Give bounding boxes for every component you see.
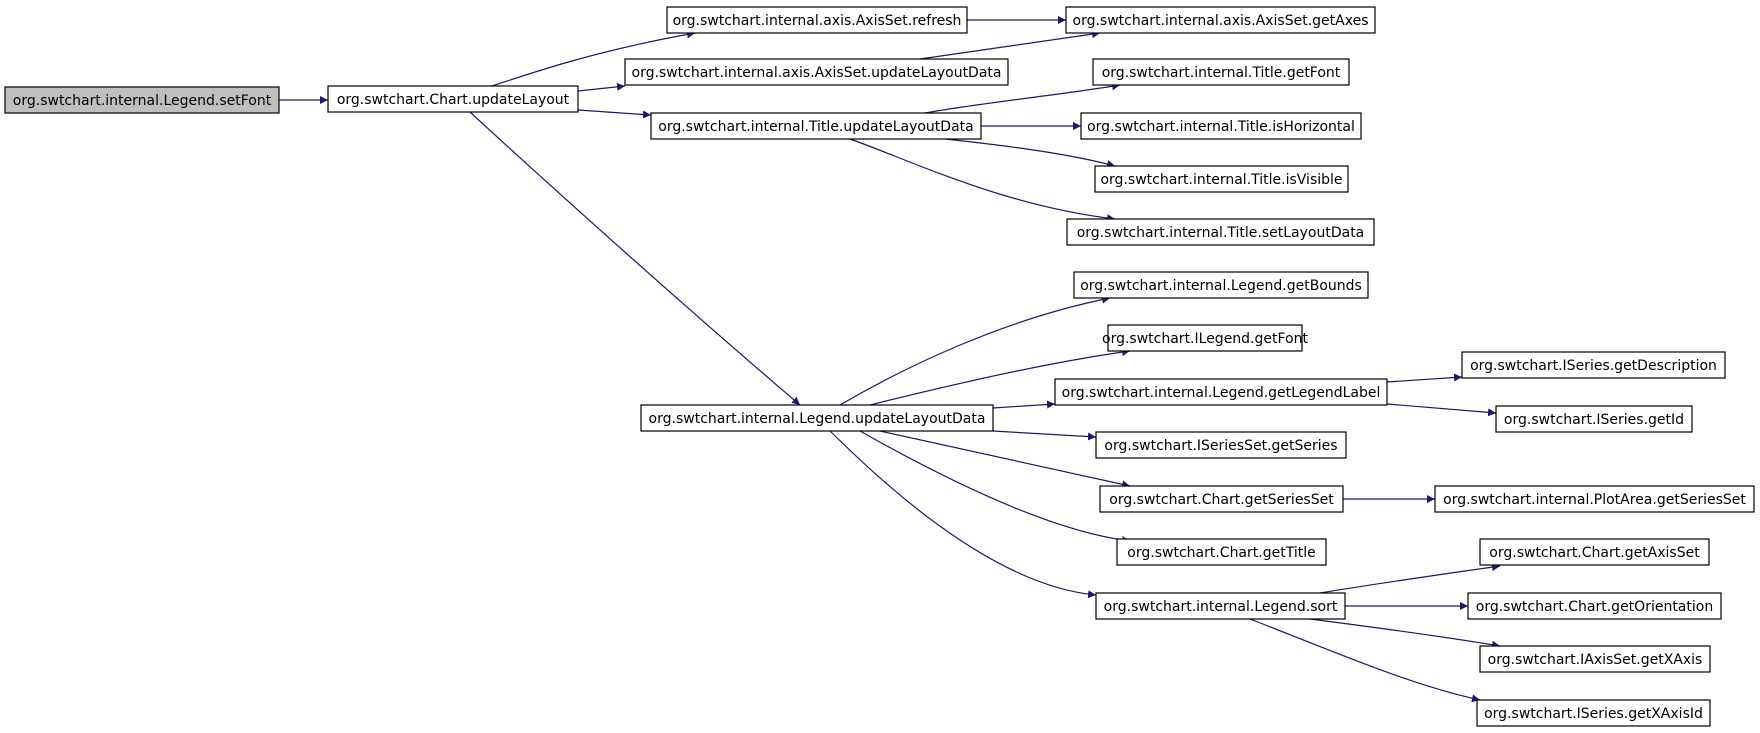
node-getSeriesSet[interactable]: org.swtchart.Chart.getSeriesSet [1099,485,1344,513]
node-titleSetLayoutData[interactable]: org.swtchart.internal.Title.setLayoutDat… [1066,218,1375,246]
edge-legendULD-to-getLegendLabel [992,400,1056,409]
node-updateLayout[interactable]: org.swtchart.Chart.updateLayout [327,85,579,113]
node-label: org.swtchart.Chart.getSeriesSet [1109,492,1334,508]
node-box [650,112,982,140]
node-getAxisSet[interactable]: org.swtchart.Chart.getAxisSet [1479,538,1710,566]
node-label: org.swtchart.internal.Title.isHorizontal [1087,119,1355,135]
node-label: org.swtchart.Chart.getOrientation [1476,599,1713,615]
edge-updateLayout-to-axisULD [577,82,626,92]
node-label: org.swtchart.ILegend.getFont [1102,331,1308,347]
node-box [640,404,994,432]
node-label: org.swtchart.IAxisSet.getXAxis [1488,652,1703,668]
node-box [1434,485,1755,513]
node-legendSort[interactable]: org.swtchart.internal.Legend.sort [1095,592,1346,620]
node-box [1495,405,1693,433]
node-label: org.swtchart.internal.PlotArea.getSeries… [1443,492,1746,508]
node-axisULD[interactable]: org.swtchart.internal.axis.AxisSet.updat… [624,58,1009,86]
node-label: org.swtchart.internal.Legend.setFont [13,93,272,109]
node-box [1461,351,1726,379]
edge-updateLayout-to-axisRefresh [491,30,696,87]
node-label: org.swtchart.internal.axis.AxisSet.getAx… [1073,13,1369,29]
node-getId[interactable]: org.swtchart.ISeries.getId [1495,405,1693,433]
node-titleGetFont[interactable]: org.swtchart.internal.Title.getFont [1092,58,1350,86]
node-getAxes[interactable]: org.swtchart.internal.axis.AxisSet.getAx… [1065,6,1376,34]
edge-titleULD-to-titleSetLayoutData [849,138,1116,223]
node-getDescription[interactable]: org.swtchart.ISeries.getDescription [1461,351,1726,379]
edge-legendULD-to-legendGetBounds [839,295,1111,406]
node-box [1094,165,1349,193]
edge-titleULD-to-titleIsVisible [944,138,1116,168]
node-box [1476,699,1711,727]
node-legendULD[interactable]: org.swtchart.internal.Legend.updateLayou… [640,404,994,432]
node-box [666,6,968,34]
edge-legendULD-to-getSeries [992,430,1097,441]
node-getXAxisId[interactable]: org.swtchart.ISeries.getXAxisId [1476,699,1711,727]
edges-layer [279,16,1501,703]
node-getTitle[interactable]: org.swtchart.Chart.getTitle [1116,538,1327,566]
node-label: org.swtchart.Chart.getTitle [1127,545,1315,561]
node-box [1095,592,1346,620]
node-box [327,85,579,113]
node-label: org.swtchart.ISeries.getXAxisId [1484,706,1703,722]
node-getSeries[interactable]: org.swtchart.ISeriesSet.getSeries [1095,431,1347,459]
node-axisRefresh[interactable]: org.swtchart.internal.axis.AxisSet.refre… [666,6,968,34]
edge-updateLayout-to-titleULD [577,109,652,119]
node-box [4,86,280,114]
node-label: org.swtchart.Chart.getAxisSet [1489,545,1700,561]
node-label: org.swtchart.internal.Legend.sort [1104,599,1338,615]
node-box [1092,58,1350,86]
node-getOrientation[interactable]: org.swtchart.Chart.getOrientation [1467,592,1722,620]
node-label: org.swtchart.internal.Title.updateLayout… [658,119,973,135]
node-box [1073,271,1369,299]
node-label: org.swtchart.ISeries.getDescription [1470,358,1717,374]
edge-legendSort-to-getAxisSet [1319,563,1501,594]
node-label: org.swtchart.internal.Title.setLayoutDat… [1077,225,1365,241]
edge-legendSort-to-getXAxis [1309,618,1501,649]
node-box [1479,538,1710,566]
edge-titleULD-to-titleGetFont [924,82,1121,114]
node-box [1479,645,1711,673]
edge-axisULD-to-getAxes [919,30,1101,60]
node-box [624,58,1009,86]
node-titleULD[interactable]: org.swtchart.internal.Title.updateLayout… [650,112,982,140]
node-box [1095,431,1347,459]
node-box [1054,378,1388,406]
node-label: org.swtchart.ISeries.getId [1504,412,1684,428]
node-label: org.swtchart.ISeriesSet.getSeries [1104,438,1337,454]
edge-getLegendLabel-to-getDescription [1386,373,1463,383]
edge-legendSort-to-getXAxisId [1249,618,1481,703]
node-legendGetBounds[interactable]: org.swtchart.internal.Legend.getBounds [1073,271,1369,299]
node-label: org.swtchart.internal.Title.getFont [1102,65,1341,81]
node-box [1107,324,1303,352]
node-box [1116,538,1327,566]
node-label: org.swtchart.internal.Legend.getLegendLa… [1062,385,1381,401]
nodes-layer: org.swtchart.internal.Legend.setFont org.… [4,6,1755,727]
edge-legendULD-to-getSeriesSet [879,430,1131,489]
node-label: org.swtchart.internal.axis.AxisSet.updat… [632,65,1002,81]
node-ilegendGetFont[interactable]: org.swtchart.ILegend.getFont [1102,324,1308,352]
node-label: org.swtchart.internal.axis.AxisSet.refre… [673,13,962,29]
node-box [1467,592,1722,620]
edge-legendULD-to-legendSort [829,430,1097,599]
node-titleIsHorizontal[interactable]: org.swtchart.internal.Title.isHorizontal [1080,112,1362,140]
node-titleIsVisible[interactable]: org.swtchart.internal.Title.isVisible [1094,165,1349,193]
edge-legendULD-to-getTitle [859,430,1131,544]
node-box [1065,6,1376,34]
node-label: org.swtchart.internal.Legend.updateLayou… [649,411,986,427]
edge-legendULD-to-ilegendGetFont [869,348,1131,406]
node-box [1080,112,1362,140]
node-plotAreaGetSeriesSet[interactable]: org.swtchart.internal.PlotArea.getSeries… [1434,485,1755,513]
node-label: org.swtchart.internal.Legend.getBounds [1080,278,1362,294]
edge-updateLayout-to-legendULD [469,111,801,406]
node-label: org.swtchart.Chart.updateLayout [337,92,570,108]
node-box [1066,218,1375,246]
node-label: org.swtchart.internal.Title.isVisible [1100,172,1342,188]
node-box [1099,485,1344,513]
node-getLegendLabel[interactable]: org.swtchart.internal.Legend.getLegendLa… [1054,378,1388,406]
node-setFont[interactable]: org.swtchart.internal.Legend.setFont [4,86,280,114]
node-getXAxis[interactable]: org.swtchart.IAxisSet.getXAxis [1479,645,1711,673]
edge-getLegendLabel-to-getId [1386,403,1497,417]
